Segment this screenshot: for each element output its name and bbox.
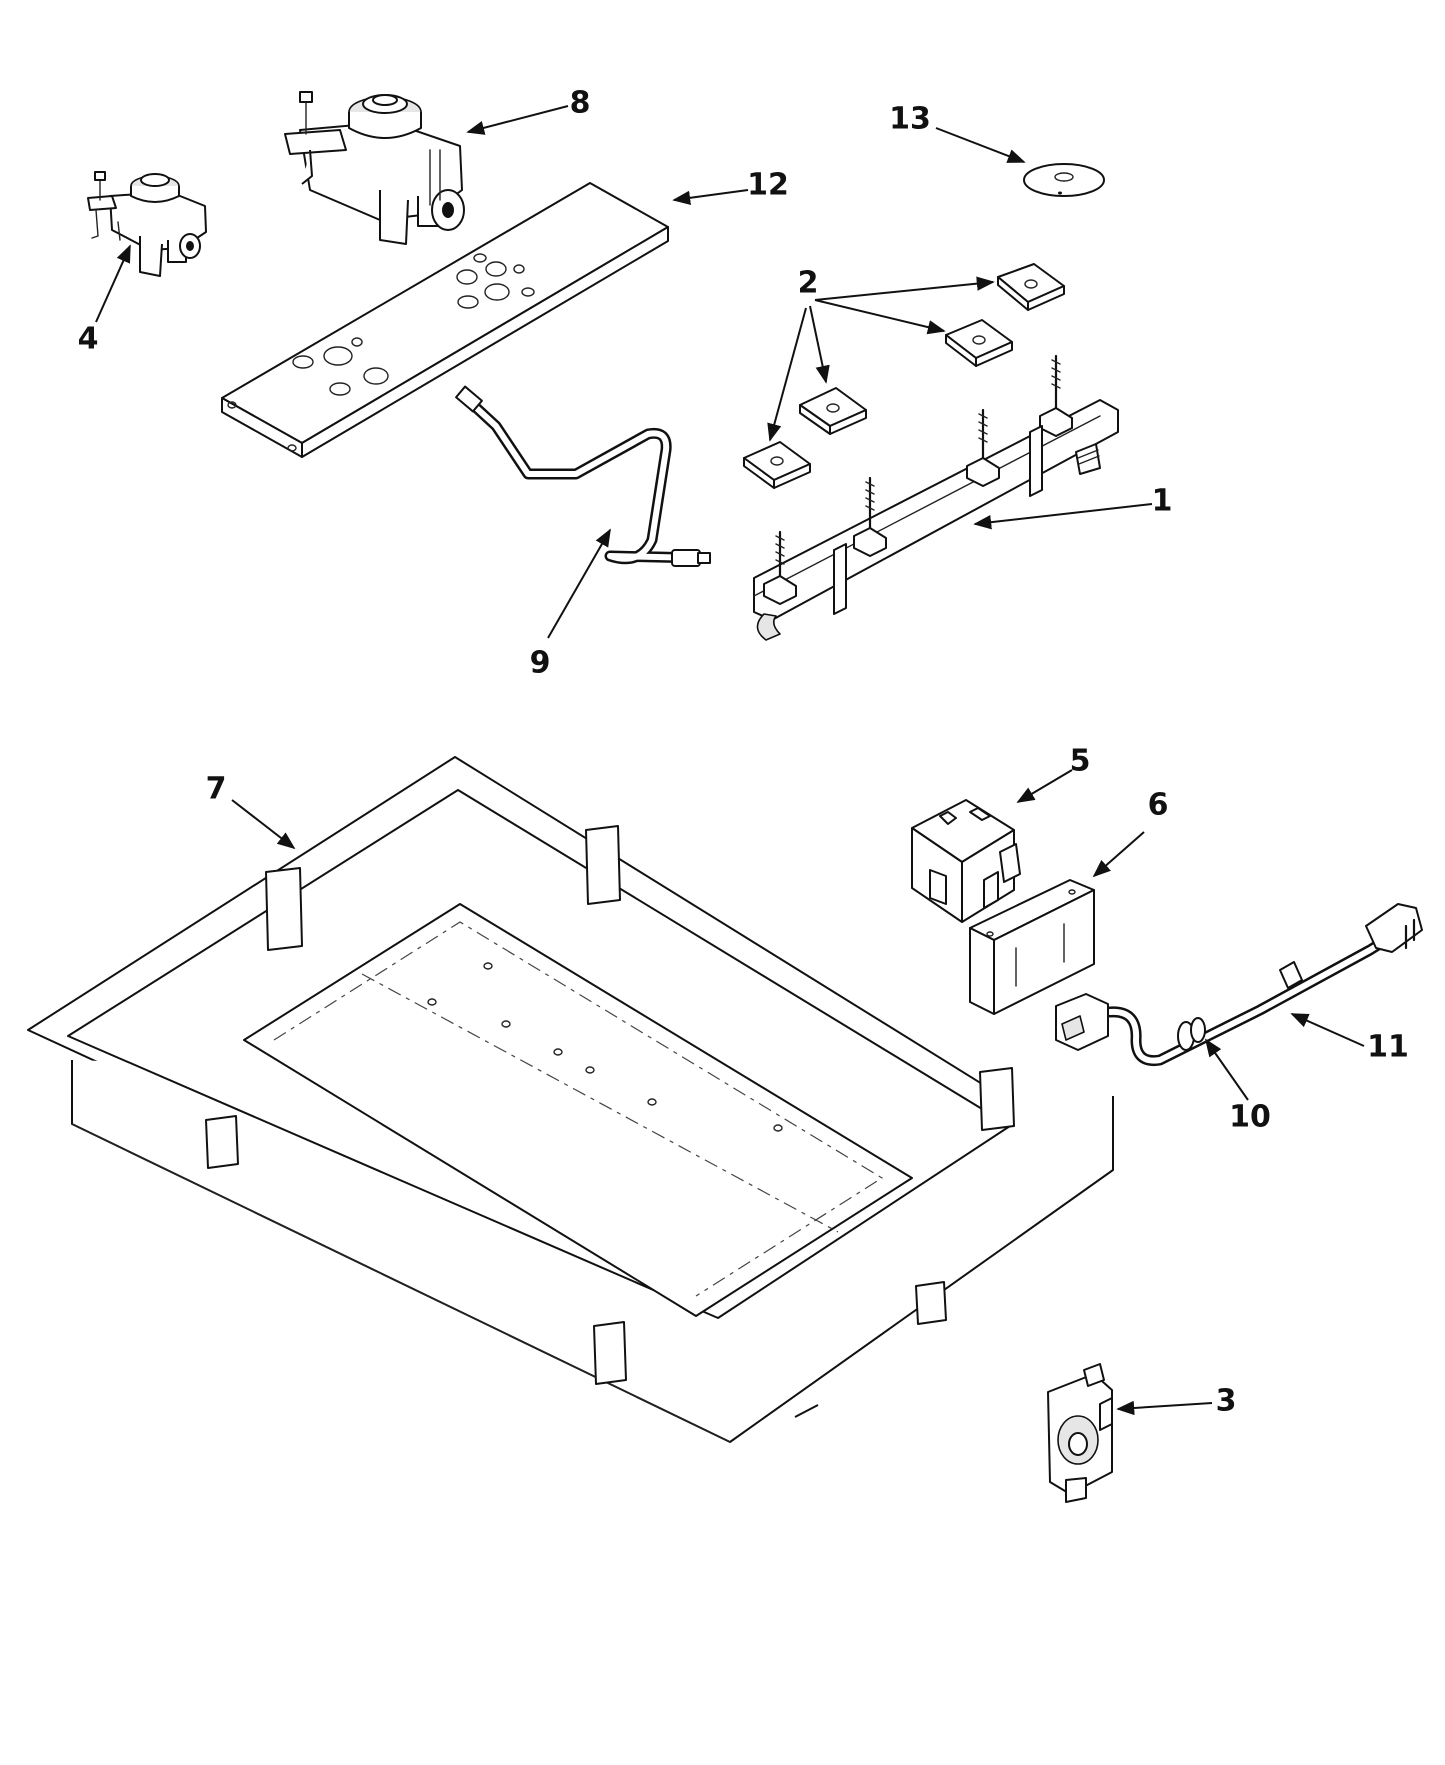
burner-pad: [743, 441, 811, 489]
leader-7: [231, 799, 296, 850]
callout-12: 12: [747, 168, 789, 203]
pressure-regulator: [1047, 1363, 1113, 1503]
callout-10: 10: [1229, 1100, 1271, 1135]
leader-arrows: [95, 105, 1365, 1416]
leader-13: [935, 127, 1026, 163]
callout-6: 6: [1148, 788, 1169, 823]
callout-5: 5: [1070, 744, 1091, 779]
leader-5: [1016, 769, 1073, 803]
leader-2b: [814, 299, 946, 335]
cooktop-pan: [27, 756, 1114, 1443]
spark-module: [911, 799, 1021, 923]
callout-11: 11: [1367, 1030, 1409, 1065]
leader-10: [1204, 1038, 1249, 1101]
small-burner-valve: [87, 171, 207, 277]
leader-8: [466, 105, 569, 135]
callout-13: 13: [889, 102, 931, 137]
burner-pad: [997, 263, 1065, 311]
leader-1: [973, 503, 1153, 530]
control-panel-strip: [221, 182, 669, 458]
gas-tube: [455, 385, 711, 567]
leader-11: [1290, 1013, 1365, 1047]
burner-manifold: [753, 354, 1119, 641]
callout-7: 7: [206, 772, 227, 807]
callout-9: 9: [530, 646, 551, 681]
burner-pad: [945, 319, 1013, 367]
leader-3: [1116, 1400, 1213, 1416]
power-cord: [1055, 903, 1423, 1067]
callout-2: 2: [798, 266, 819, 301]
burner-pad: [799, 387, 867, 435]
callout-3: 3: [1216, 1384, 1237, 1419]
callout-4: 4: [78, 322, 99, 357]
leader-9: [547, 528, 611, 639]
large-burner-valve: [284, 91, 465, 245]
leader-2a: [814, 276, 995, 301]
leader-2d: [767, 307, 807, 442]
callout-8: 8: [570, 86, 591, 121]
leader-2c: [809, 305, 830, 384]
module-bracket: [969, 879, 1095, 1015]
leader-6: [1092, 831, 1145, 878]
washer: [1023, 163, 1105, 197]
callout-labels: 1 2 3 4 5 6 7 8 9 10 11 12 13: [78, 86, 1409, 1419]
leader-4: [95, 244, 131, 323]
callout-1: 1: [1152, 484, 1173, 519]
leader-12: [672, 189, 749, 205]
